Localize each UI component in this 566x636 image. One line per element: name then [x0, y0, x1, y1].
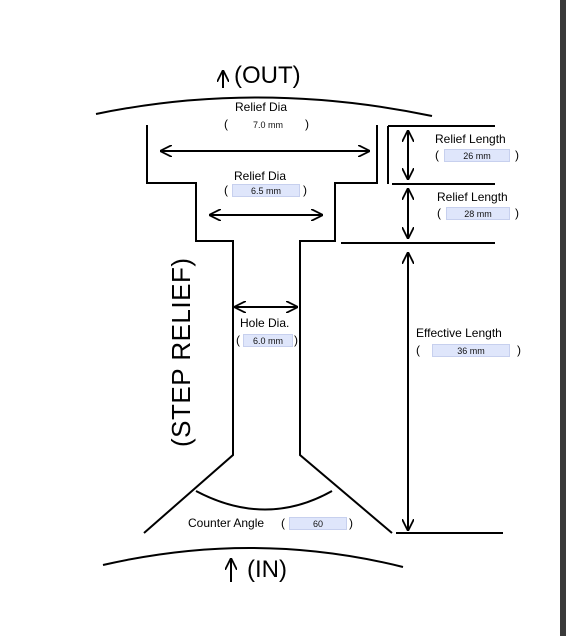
hole-dia-label: Hole Dia. [240, 316, 290, 330]
relief-dia-1-paren-open: ( [224, 117, 228, 131]
relief-dia-2-paren-open: ( [224, 183, 228, 197]
effective-length-paren-open: ( [416, 343, 420, 357]
relief-length-2-input[interactable]: 28 mm [446, 207, 510, 220]
relief-length-1-label: Relief Length [435, 132, 506, 146]
counter-angle-paren-open: ( [281, 516, 285, 530]
relief-dia-1-label: Relief Dia [235, 100, 288, 114]
relief-length-1-input[interactable]: 26 mm [444, 149, 510, 162]
effective-length-label: Effective Length [416, 326, 502, 340]
relief-length-2-label: Relief Length [437, 190, 508, 204]
relief-dia-2-paren-close: ) [303, 183, 307, 197]
relief-dia-1-paren-close: ) [305, 117, 309, 131]
effective-length-paren-close: ) [517, 343, 521, 357]
step-relief-label: (STEP RELIEF) [166, 257, 196, 447]
relief-length-2-paren-open: ( [437, 206, 441, 220]
in-title: (IN) [247, 556, 287, 583]
relief-dia-2-input[interactable]: 6.5 mm [232, 184, 300, 197]
counter-angle-input[interactable]: 60 [289, 517, 347, 530]
window-edge [560, 0, 566, 636]
relief-dia-1-input[interactable]: 7.0 mm [252, 120, 283, 130]
relief-dia-2-label: Relief Dia [234, 169, 287, 183]
counter-angle-arc [195, 490, 333, 511]
hole-profile-right [299, 125, 393, 534]
effective-length-input[interactable]: 36 mm [432, 344, 510, 357]
counter-angle-paren-close: ) [349, 516, 353, 530]
in-face-curve [102, 547, 404, 568]
relief-length-1-paren-open: ( [435, 148, 439, 162]
relief-length-1-paren-close: ) [515, 148, 519, 162]
hole-profile-left [143, 125, 234, 534]
out-title: (OUT) [234, 62, 301, 89]
out-face-curve [95, 96, 433, 117]
hole-dia-paren-open: ( [236, 333, 240, 347]
hole-dia-paren-close: ) [294, 333, 298, 347]
relief-length-2-paren-close: ) [515, 206, 519, 220]
hole-dia-input[interactable]: 6.0 mm [243, 334, 293, 347]
counter-angle-label: Counter Angle [188, 516, 265, 530]
